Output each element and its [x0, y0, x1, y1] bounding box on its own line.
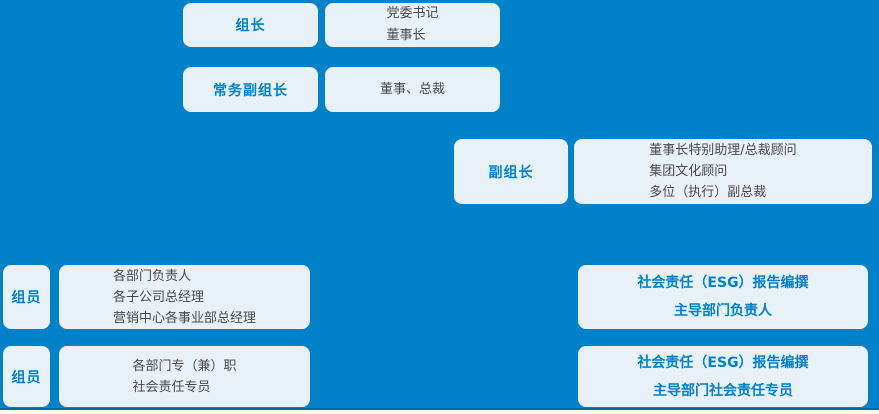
members-1-role-line: 各部门负责人: [112, 268, 191, 284]
esg-report-specialist-box: 社会责任（ESG）报告编撰 主导部门社会责任专员: [578, 346, 868, 407]
executive-deputy-roles: 董事、总裁: [380, 79, 445, 100]
leader-label-box: 组长: [183, 3, 318, 47]
leader-role-box: 党委书记 董事长: [325, 3, 500, 47]
esg-report-lead-dept-text: 社会责任（ESG）报告编撰 主导部门负责人: [637, 269, 808, 325]
esg-specialist-line: 社会责任（ESG）报告编撰: [637, 354, 809, 371]
members-1-role-line: 各子公司总经理: [112, 289, 204, 305]
deputy-label: 副组长: [488, 164, 534, 181]
members-2-role-line: 社会责任专员: [132, 379, 211, 395]
esg-specialist-line: 主导部门社会责任专员: [652, 382, 793, 399]
deputy-role-line: 多位（执行）副总裁: [649, 185, 767, 200]
members-1-roles: 各部门负责人 各子公司总经理 营销中心各事业部总经理: [113, 266, 256, 329]
members-2-label-box: 组员: [3, 346, 50, 407]
executive-deputy-label: 常务副组长: [213, 82, 288, 99]
leader-label: 组长: [235, 18, 266, 34]
leader-role-line: 董事长: [386, 28, 426, 43]
members-1-label: 组员: [11, 290, 42, 306]
members-2-role-box: 各部门专（兼）职 社会责任专员: [59, 346, 310, 407]
esg-report-lead-dept-box: 社会责任（ESG）报告编撰 主导部门负责人: [578, 265, 868, 329]
esg-lead-dept-line: 主导部门负责人: [673, 303, 772, 319]
deputy-label-box: 副组长: [454, 139, 568, 204]
executive-deputy-role-line: 董事、总裁: [379, 82, 445, 97]
deputy-role-line: 董事长特别助理/总裁顾问: [649, 143, 797, 158]
esg-report-specialist-text: 社会责任（ESG）报告编撰 主导部门社会责任专员: [637, 349, 808, 405]
members-2-label: 组员: [11, 369, 42, 386]
deputy-roles: 董事长特别助理/总裁顾问 集团文化顾问 多位（执行）副总裁: [649, 140, 796, 203]
leader-role-line: 党委书记: [386, 6, 439, 21]
esg-lead-dept-line: 社会责任（ESG）报告编撰: [637, 275, 809, 291]
members-2-roles: 各部门专（兼）职 社会责任专员: [132, 356, 236, 398]
deputy-role-line: 集团文化顾问: [649, 164, 728, 179]
leader-roles: 党委书记 董事长: [386, 3, 438, 47]
executive-deputy-role-box: 董事、总裁: [325, 67, 500, 112]
executive-deputy-label-box: 常务副组长: [183, 67, 318, 112]
members-1-role-box: 各部门负责人 各子公司总经理 营销中心各事业部总经理: [59, 265, 310, 329]
members-1-label-box: 组员: [3, 265, 50, 329]
members-2-role-line: 各部门专（兼）职: [132, 358, 237, 374]
deputy-role-box: 董事长特别助理/总裁顾问 集团文化顾问 多位（执行）副总裁: [574, 139, 872, 204]
members-1-role-line: 营销中心各事业部总经理: [112, 310, 256, 326]
